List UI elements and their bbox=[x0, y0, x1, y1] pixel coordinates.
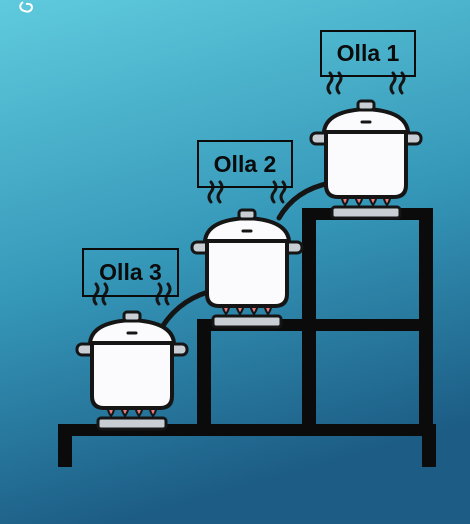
pot-2-label: Olla 2 bbox=[197, 140, 293, 188]
hose-pot-2-to-pot-1 bbox=[276, 180, 333, 221]
pot-1-label: Olla 1 bbox=[320, 30, 416, 77]
corner-curl-icon bbox=[19, 1, 34, 13]
pot-3-label: Olla 3 bbox=[82, 248, 179, 297]
